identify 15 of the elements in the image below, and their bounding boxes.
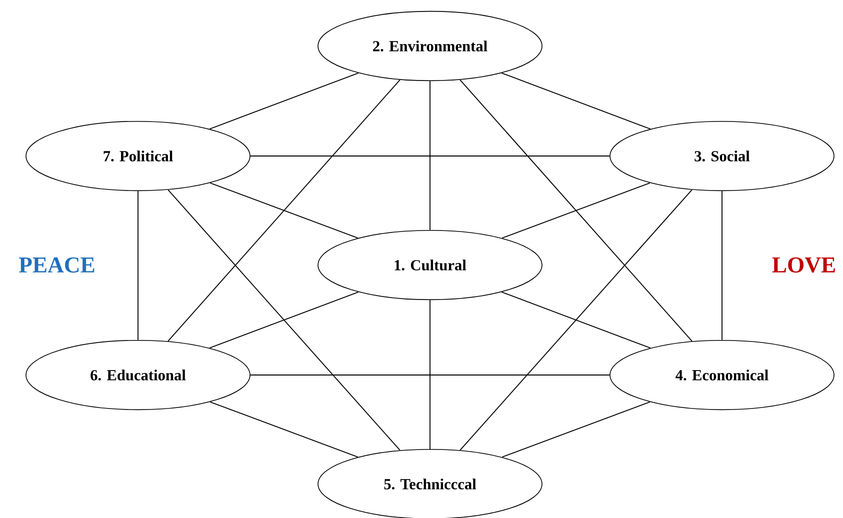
- connector-line: [168, 79, 400, 342]
- side-word: PEACE: [18, 257, 94, 273]
- connector-line: [501, 72, 651, 130]
- connector-line: [460, 189, 692, 451]
- connector-line: [502, 182, 650, 239]
- connector-line: [210, 401, 358, 458]
- connector-line: [210, 182, 358, 239]
- connector-line: [501, 292, 651, 348]
- side-word: LOVE: [772, 257, 835, 273]
- connector-line: [209, 72, 359, 130]
- connector-line: [168, 189, 400, 451]
- connector-line: [502, 401, 650, 458]
- connector-line: [250, 374, 610, 376]
- connector-line: [460, 79, 692, 342]
- connector-line: [209, 292, 359, 348]
